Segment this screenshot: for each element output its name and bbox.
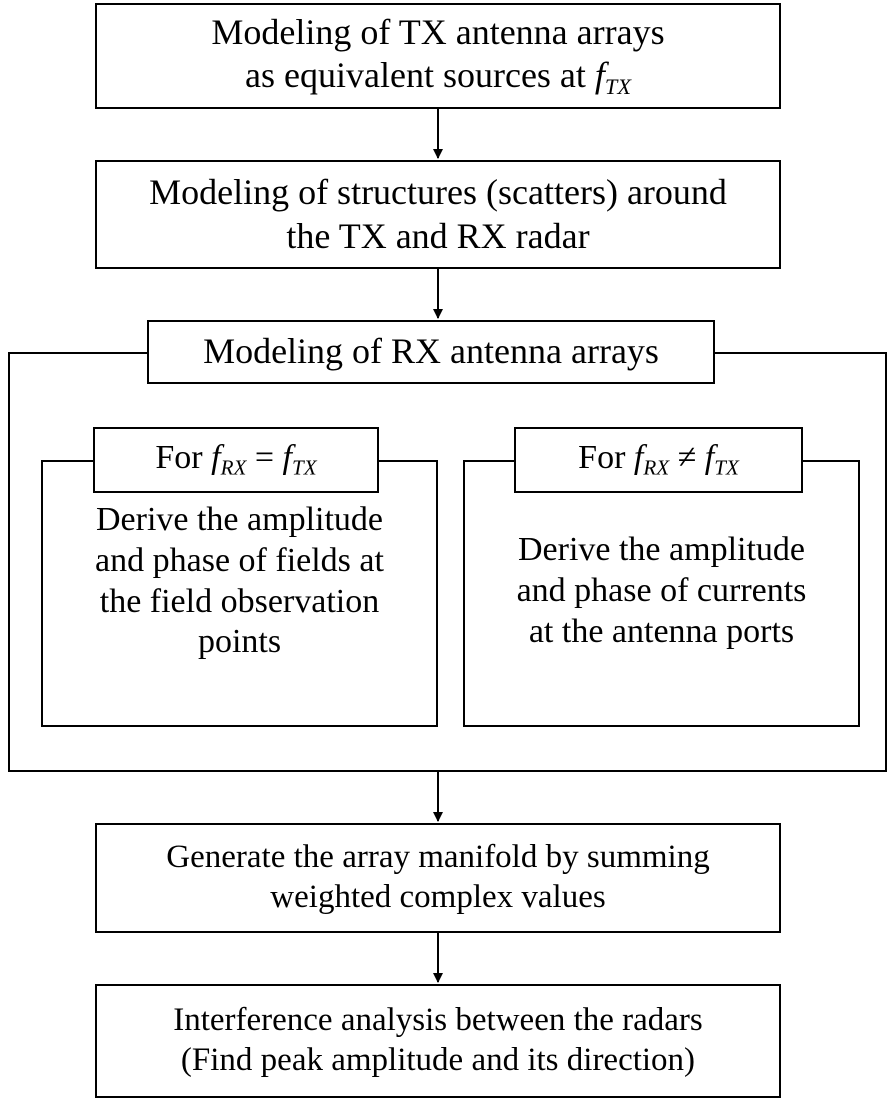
same-freq-line-1: and phase of fields at xyxy=(95,541,384,579)
different-frequency-label-box: For fRX ≠ fTX xyxy=(514,427,803,493)
different-frequency-label: For fRX ≠ fTX xyxy=(578,439,739,481)
same-frequency-label-box: For fRX = fTX xyxy=(93,427,379,493)
same-freq-line-0: Derive the amplitude xyxy=(95,501,383,538)
f-tx-symbol: fTX xyxy=(594,55,631,100)
same-freq-line-2: the field observation xyxy=(99,582,380,620)
rx-model-title: Modeling of RX antenna arrays xyxy=(203,331,659,372)
tx-model-line2: as equivalent sources at fTX xyxy=(245,55,631,100)
manifold-box: Generate the array manifold by summing w… xyxy=(95,823,781,933)
same-freq-line-3: points xyxy=(197,623,282,661)
diff-freq-line-2: at the antenna ports xyxy=(528,612,795,650)
manifold-line2: weighted complex values xyxy=(270,879,606,915)
tx-model-line1: Modeling of TX antenna arrays xyxy=(211,11,665,52)
tx-model-box: Modeling of TX antenna arrays as equival… xyxy=(95,3,781,109)
interference-line2: (Find peak amplitude and its direction) xyxy=(180,1042,696,1078)
structure-model-line1: Modeling of structures (scatters) around xyxy=(149,172,727,213)
diff-freq-line-0: Derive the amplitude xyxy=(517,531,805,568)
same-frequency-box: Derive the amplitude and phase of fields… xyxy=(41,460,438,727)
structure-model-box: Modeling of structures (scatters) around… xyxy=(95,160,781,269)
rx-model-title-box: Modeling of RX antenna arrays xyxy=(147,320,715,384)
different-frequency-box: Derive the amplitude and phase of curren… xyxy=(463,460,860,727)
interference-line1: Interference analysis between the radars xyxy=(173,1002,703,1039)
interference-box: Interference analysis between the radars… xyxy=(95,984,781,1098)
manifold-line1: Generate the array manifold by summing xyxy=(166,839,710,876)
diff-freq-line-1: and phase of currents xyxy=(516,571,807,609)
same-frequency-label: For fRX = fTX xyxy=(155,439,317,481)
structure-model-line2: the TX and RX radar xyxy=(286,215,590,256)
